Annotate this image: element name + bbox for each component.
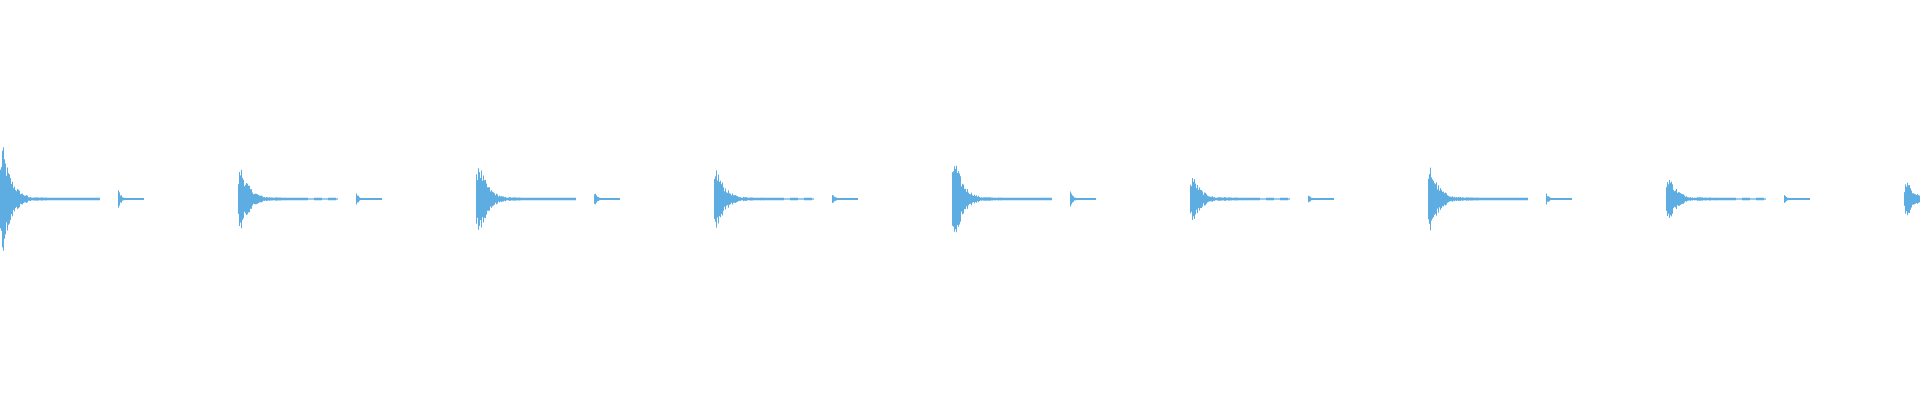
waveform-hit <box>1428 167 1572 231</box>
waveform-hit <box>0 147 144 251</box>
waveform-hit <box>1190 178 1334 220</box>
waveform-hit <box>714 170 858 228</box>
waveform-hit <box>1904 182 1920 216</box>
waveform-hit <box>476 168 620 230</box>
waveform-hit <box>1666 180 1810 218</box>
waveform-hit <box>238 169 382 229</box>
waveform-hit <box>952 165 1096 233</box>
